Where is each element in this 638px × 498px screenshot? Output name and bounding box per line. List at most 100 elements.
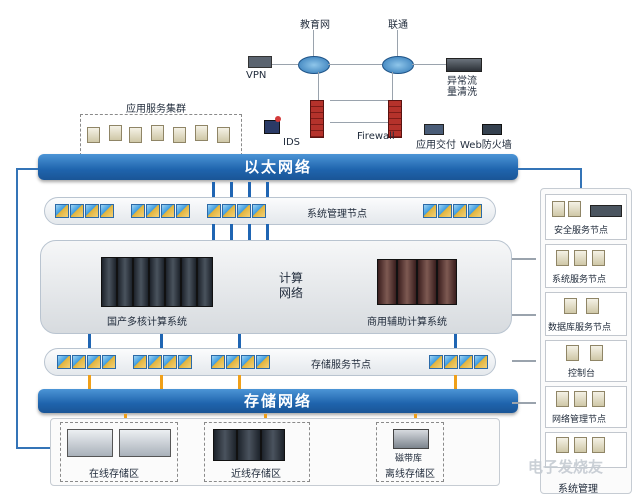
server-icon — [556, 250, 569, 266]
mgmt-nodes-label: 系统管理节点 — [307, 209, 367, 220]
compute-network-panel: 计算 网络 国产多核计算系统 商用辅助计算系统 — [40, 240, 512, 334]
link-arrow — [88, 375, 91, 389]
traffic-cleaning-device-icon — [446, 58, 482, 72]
firewall-icon — [310, 100, 324, 138]
storage-rack-icon — [213, 429, 237, 461]
app-delivery-label: 应用交付 — [416, 140, 456, 151]
ethernet-title: 以太网络 — [243, 158, 312, 176]
server-icon — [592, 250, 605, 266]
node-icon — [178, 355, 192, 369]
node-icon — [226, 355, 240, 369]
rack-icon — [397, 259, 417, 305]
edu-net-label: 教育网 — [300, 20, 330, 31]
network-mgmt-nodes-label: 网络管理节点 — [552, 415, 607, 425]
node-icon — [474, 355, 488, 369]
rack-icon — [117, 257, 133, 307]
node-icon — [256, 355, 270, 369]
online-storage-box: 在线存储区 — [60, 422, 178, 482]
node-icon — [241, 355, 255, 369]
node-icon — [222, 204, 236, 218]
link-arrow — [266, 182, 269, 198]
node-icon — [72, 355, 86, 369]
node-icon — [444, 355, 458, 369]
link-arrow — [512, 402, 536, 404]
link-arrow — [230, 224, 233, 240]
rack-icon — [181, 257, 197, 307]
link-arrow — [238, 334, 241, 348]
node-icon — [55, 204, 69, 218]
nearline-storage-label: 近线存储区 — [231, 469, 281, 480]
server-icon — [568, 201, 581, 217]
server-icon — [590, 345, 603, 361]
server-icon — [586, 298, 599, 314]
node-icon — [438, 204, 452, 218]
vpn-label: VPN — [246, 70, 267, 81]
node-icon — [252, 204, 266, 218]
link-arrow — [454, 334, 457, 348]
node-icon — [176, 204, 190, 218]
link-arrow — [512, 360, 536, 362]
server-icon — [574, 250, 587, 266]
ids-device-icon — [264, 120, 280, 134]
online-storage-label: 在线存储区 — [89, 469, 139, 480]
node-icon — [163, 355, 177, 369]
link-arrow — [512, 314, 536, 316]
server-icon — [564, 298, 577, 314]
link-arrow — [160, 375, 163, 389]
server-icon — [592, 391, 605, 407]
server-icon — [566, 345, 579, 361]
rack-icon — [437, 259, 457, 305]
nearline-storage-box: 近线存储区 — [204, 422, 310, 482]
link-arrow — [88, 334, 91, 348]
node-icon — [429, 355, 443, 369]
server-icon — [173, 127, 186, 143]
unicom-label: 联通 — [388, 20, 408, 31]
link-arrow — [238, 375, 241, 389]
node-icon — [459, 355, 473, 369]
link-arrow — [266, 224, 269, 240]
server-icon — [151, 125, 164, 141]
node-icon — [468, 204, 482, 218]
connector-line — [580, 168, 582, 190]
link-arrow — [212, 182, 215, 198]
mgmt-nodes-tray: 系统管理节点 — [44, 197, 496, 225]
server-icon — [109, 125, 122, 141]
node-icon — [70, 204, 84, 218]
server-icon — [574, 391, 587, 407]
server-icon — [195, 125, 208, 141]
node-icon — [102, 355, 116, 369]
tape-library-label: 磁带库 — [395, 454, 423, 464]
storage-nodes-tray: 存储服务节点 — [44, 348, 496, 376]
router-icon — [382, 56, 414, 74]
node-icon — [85, 204, 99, 218]
rack-icon — [197, 257, 213, 307]
storage-network-title: 存储网络 — [243, 392, 312, 410]
ids-label: IDS — [283, 137, 300, 148]
node-icon — [423, 204, 437, 218]
tape-library-icon — [393, 429, 429, 449]
disk-array-icon — [119, 429, 171, 457]
web-firewall-label: Web防火墙 — [460, 140, 512, 151]
offline-storage-label: 离线存储区 — [385, 469, 435, 480]
offline-storage-box: 磁带库 离线存储区 — [376, 422, 444, 482]
connector-line — [16, 168, 38, 170]
server-icon — [552, 201, 565, 217]
server-icon — [556, 437, 569, 453]
rack-icon — [165, 257, 181, 307]
storage-nodes-label: 存储服务节点 — [311, 360, 371, 371]
rack-icon — [149, 257, 165, 307]
storage-rack-icon — [237, 429, 261, 461]
server-icon — [129, 127, 142, 143]
server-icon — [574, 437, 587, 453]
app-cluster-box — [80, 114, 242, 156]
vpn-device-icon — [248, 56, 272, 68]
link-arrow — [230, 182, 233, 198]
firewall-icon — [388, 100, 402, 138]
app-delivery-device-icon — [424, 124, 444, 135]
firewall-label: Firewall — [357, 131, 395, 142]
ethernet-bar: 以太网络 — [38, 154, 518, 180]
node-icon — [133, 355, 147, 369]
node-icon — [237, 204, 251, 218]
rack-icon — [417, 259, 437, 305]
rack-icon — [133, 257, 149, 307]
